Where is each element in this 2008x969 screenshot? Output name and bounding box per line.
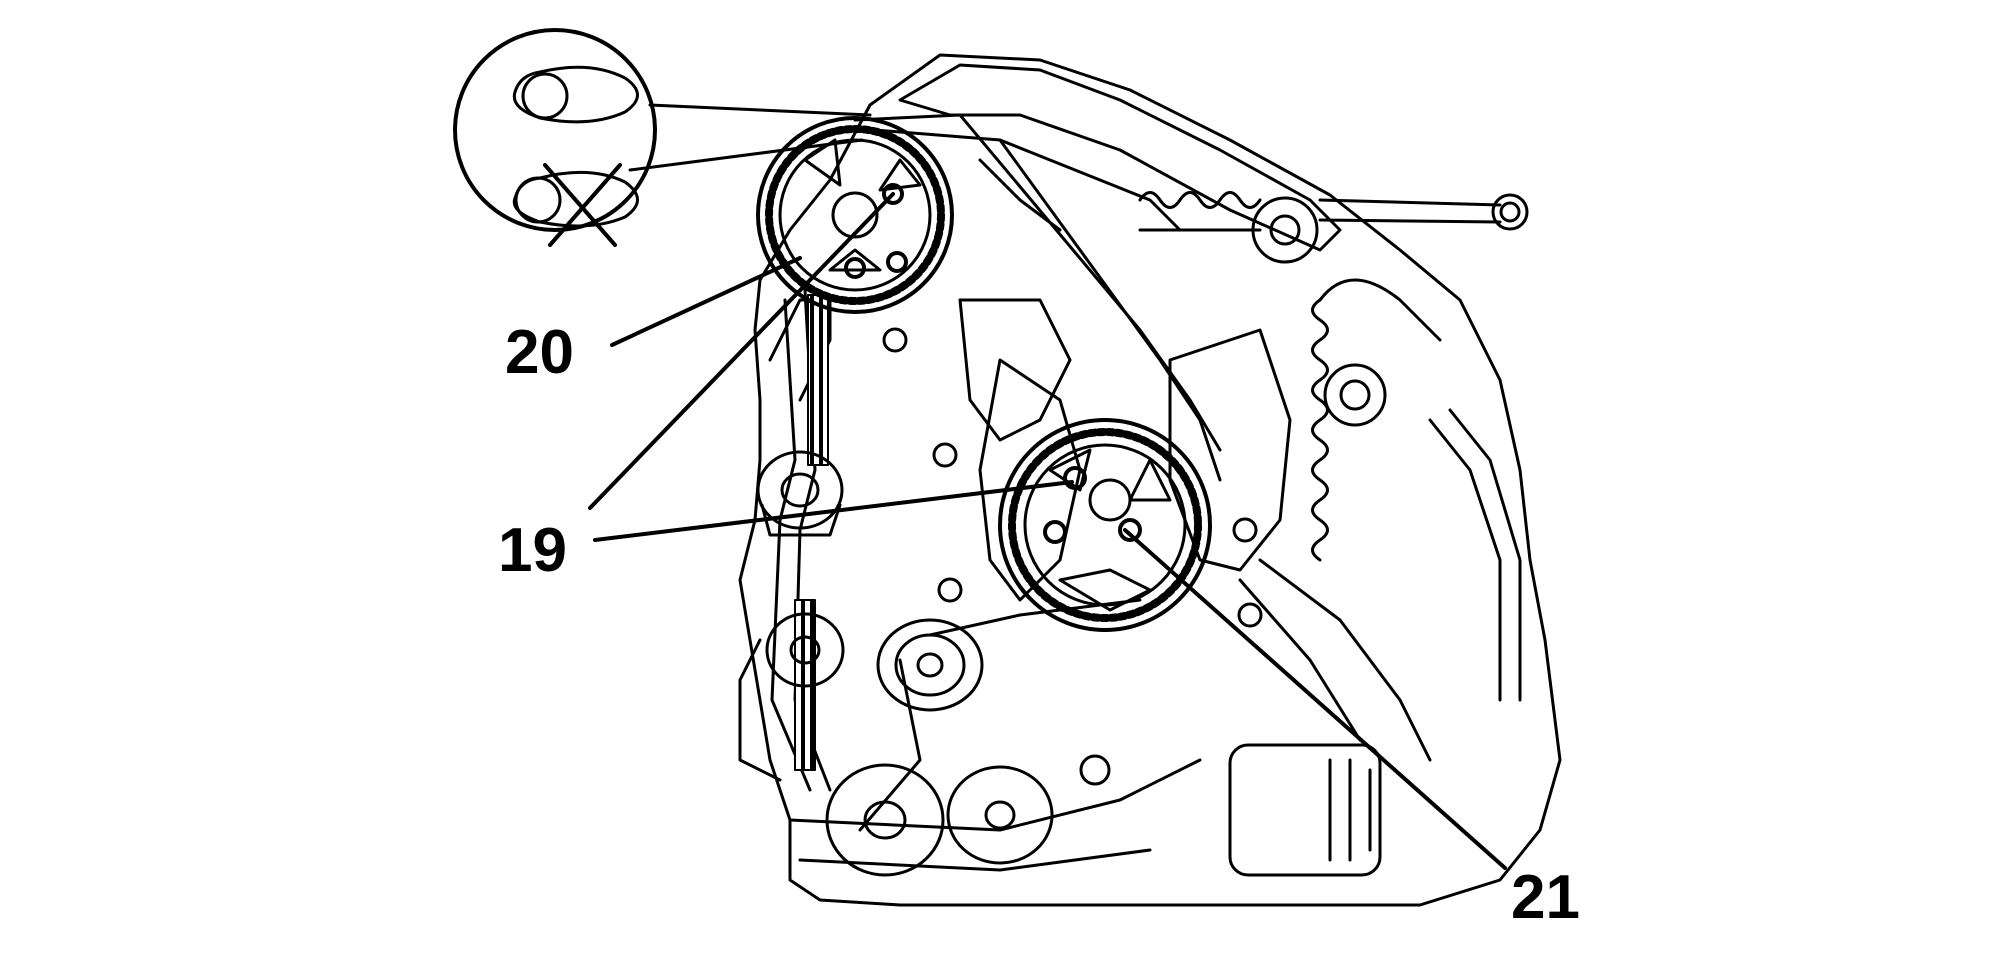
leader-line-20 (610, 256, 802, 347)
coil-spring-hose (1311, 298, 1329, 562)
oil-pipe (1428, 408, 1522, 702)
callout-19: 19 (498, 516, 567, 585)
auxiliary-pulley (946, 765, 1054, 865)
oil-filter-ribs (1328, 758, 1372, 862)
thermostat-housing-inner (1269, 214, 1301, 246)
block-bolt-e (1237, 602, 1263, 628)
injection-pump-sprocket (998, 418, 1212, 632)
pipe-end-inner (1499, 201, 1521, 223)
hose-upper (1318, 278, 1442, 342)
valve-cover (898, 63, 1342, 252)
lower-block-detail (788, 758, 1202, 872)
right-lower-arm (1238, 558, 1432, 762)
crankshaft-pulley (825, 763, 945, 877)
leader-line-19-lower (593, 480, 1074, 542)
central-casting-detail (958, 298, 1072, 442)
block-bolt-d (1232, 517, 1258, 543)
block-bolt-c (937, 577, 963, 603)
engine-block-outline (738, 53, 1562, 907)
pipe-end (1491, 193, 1529, 231)
block-bolt-b (932, 442, 958, 468)
camshaft-sprocket (756, 116, 954, 314)
timing-belt (793, 128, 1222, 832)
oil-filter (1228, 743, 1382, 877)
leader-line-21 (1123, 528, 1507, 870)
tensioner-pulley (876, 618, 984, 712)
coolant-pipe (1318, 198, 1502, 224)
belt-teeth-left (807, 294, 829, 466)
injection-pump-mount (978, 358, 1082, 602)
timing-belt-outer (770, 113, 1222, 792)
callout-20: 20 (505, 318, 574, 387)
right-bracket (1168, 328, 1292, 572)
hose-bellows (1138, 191, 1262, 232)
incorrect-cross-icon (543, 163, 622, 247)
leader-line-19-upper (588, 192, 895, 510)
sensor-boss-inner (1339, 379, 1371, 411)
block-bolt-a (882, 327, 908, 353)
sensor-boss (1323, 363, 1387, 427)
idler-pulley-upper (756, 450, 844, 537)
idler-pulley-left (765, 612, 845, 688)
callout-21: 21 (1511, 863, 1580, 932)
slotted-hole-correct (512, 65, 639, 124)
detail-inset (453, 28, 872, 247)
thermostat-housing (1251, 196, 1319, 264)
lower-bolt (1079, 754, 1111, 786)
